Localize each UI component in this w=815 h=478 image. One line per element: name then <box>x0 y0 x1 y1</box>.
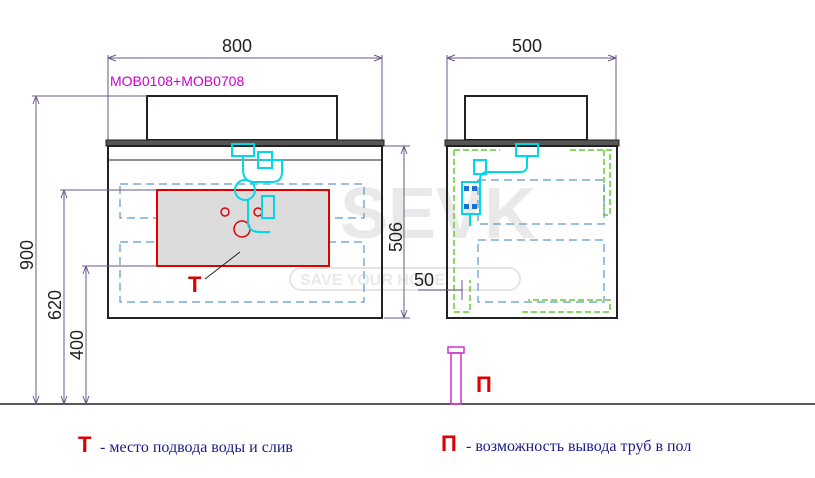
height-400-label: 400 <box>67 330 87 360</box>
height-900-label: 900 <box>17 240 37 270</box>
side-cabinet-body <box>446 145 618 319</box>
legend-t-symbol: Т <box>78 432 92 457</box>
legend-p-symbol: П <box>441 431 457 456</box>
side-siphon <box>461 143 539 226</box>
cabinet-body <box>107 145 383 319</box>
front-view: 800 MOB0108+MOB0708 Т <box>17 36 410 405</box>
vessel-sink <box>146 95 338 141</box>
service-zone <box>156 189 330 267</box>
depth-dimension-label: 500 <box>512 36 542 56</box>
legend-p-text: - возможность вывода труб в пол <box>466 438 691 455</box>
side-view: 500 <box>414 36 620 405</box>
siphon <box>231 143 283 233</box>
legend: Т - место подвода воды и слив П - возмож… <box>78 431 691 457</box>
watermark-tagline: SAVE YOUR HOME <box>300 272 446 289</box>
watermark-brand: SEVK <box>340 174 536 254</box>
watermark: SEVK SAVE YOUR HOME <box>289 174 536 291</box>
width-dimension-label: 800 <box>222 36 252 56</box>
legend-t-text: - место подвода воды и слив <box>100 439 293 456</box>
floor-pipe <box>447 346 465 405</box>
p-marker: П <box>476 372 492 397</box>
model-code-label: MOB0108+MOB0708 <box>110 73 244 89</box>
offset-50-label: 50 <box>414 270 434 290</box>
t-marker: Т <box>188 272 202 297</box>
height-506-label: 506 <box>386 222 406 252</box>
height-620-label: 620 <box>45 290 65 320</box>
